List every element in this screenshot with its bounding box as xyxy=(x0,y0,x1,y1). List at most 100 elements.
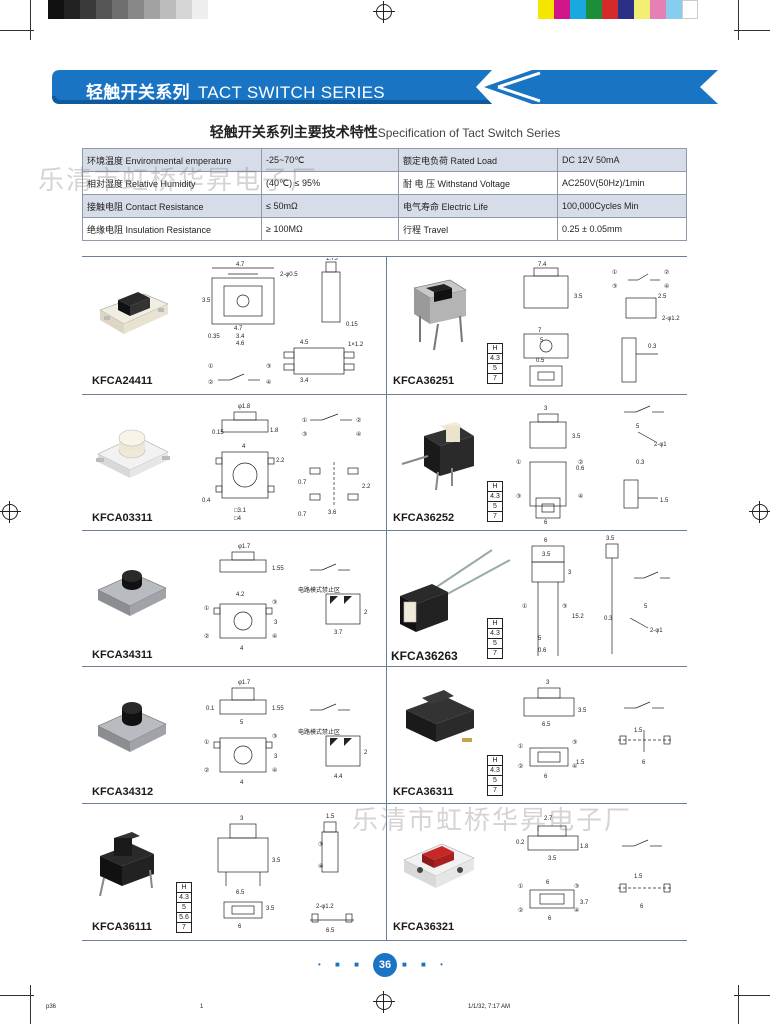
watermark-top: 乐清市虹桥华昇电子厂 xyxy=(38,165,319,195)
svg-text:3: 3 xyxy=(544,406,548,412)
spec-label: 绝缘电阻 Insulation Resistance xyxy=(82,217,262,241)
page-nav-dots-left: • ■ ■ xyxy=(318,960,365,969)
svg-text:4.2: 4.2 xyxy=(236,592,245,598)
svg-text:③: ③ xyxy=(272,599,277,606)
product-model: KFCA36251 xyxy=(393,375,455,387)
svg-text:1.5: 1.5 xyxy=(326,814,335,820)
switch-photo xyxy=(97,702,167,752)
registration-mark-icon xyxy=(749,501,770,523)
svg-text:6: 6 xyxy=(546,880,550,886)
switch-photo xyxy=(403,843,475,888)
switch-photo xyxy=(401,422,474,491)
height-value: 4.3 xyxy=(487,765,503,776)
spec-title: 轻触开关系列主要技术特性Specification of Tact Switch… xyxy=(0,122,770,142)
svg-text:4.7: 4.7 xyxy=(234,326,243,332)
grid-divider xyxy=(82,256,687,257)
svg-text:2-φ1: 2-φ1 xyxy=(650,628,663,634)
height-value: 4.3 xyxy=(487,491,503,502)
footer-file: p36 xyxy=(46,1004,57,1010)
product-model: KFCA03311 xyxy=(92,512,153,524)
crop-mark xyxy=(734,30,770,31)
svg-text:②: ② xyxy=(578,459,583,466)
svg-text:3.5: 3.5 xyxy=(266,906,275,912)
svg-text:6: 6 xyxy=(642,760,646,766)
svg-text:3: 3 xyxy=(240,816,244,822)
svg-text:5: 5 xyxy=(240,720,244,726)
spec-label: 相对湿度 Relative Humidity xyxy=(82,171,262,195)
svg-text:1.75: 1.75 xyxy=(326,258,338,262)
registration-mark-icon xyxy=(0,501,21,523)
svg-text:①: ① xyxy=(208,363,213,370)
svg-text:③: ③ xyxy=(572,739,577,746)
svg-text:2: 2 xyxy=(364,750,368,756)
svg-text:□4: □4 xyxy=(234,516,242,522)
svg-text:3.5: 3.5 xyxy=(548,856,557,862)
product-model: KFCA24411 xyxy=(92,375,153,387)
spec-label: 环境温度 Environmental emperature xyxy=(82,148,262,172)
svg-text:电路模式禁止区: 电路模式禁止区 xyxy=(298,728,340,736)
svg-text:0.15: 0.15 xyxy=(212,430,224,436)
switch-photo xyxy=(97,570,167,616)
svg-text:①: ① xyxy=(302,417,307,424)
svg-text:③: ③ xyxy=(516,493,521,500)
footer-timestamp: 1/1/32, 7:17 AM xyxy=(468,1004,511,1010)
page-number: 36 xyxy=(373,953,397,977)
svg-text:3.7: 3.7 xyxy=(334,630,343,636)
spec-label: 接触电阻 Contact Resistance xyxy=(82,194,262,218)
table-row: 环境温度 Environmental emperature -25~70℃ 额定… xyxy=(82,148,687,172)
registration-mark-icon xyxy=(373,991,395,1013)
svg-text:0.15: 0.15 xyxy=(346,322,358,328)
svg-text:①: ① xyxy=(522,603,527,610)
spec-value: -25~70℃ xyxy=(261,148,399,172)
svg-text:2.7: 2.7 xyxy=(544,816,553,822)
svg-text:④: ④ xyxy=(272,767,277,774)
svg-text:3.5: 3.5 xyxy=(578,708,587,714)
switch-photo xyxy=(99,832,154,897)
product-model: KFCA36111 xyxy=(92,921,152,933)
height-value: 5 xyxy=(487,501,503,512)
svg-text:3.7: 3.7 xyxy=(580,900,589,906)
height-table: H 4.3 5 5.6 7 xyxy=(176,882,192,933)
svg-text:3: 3 xyxy=(274,620,278,626)
registration-mark-icon xyxy=(373,1,395,23)
svg-text:3: 3 xyxy=(274,754,278,760)
svg-text:3.6: 3.6 xyxy=(328,510,337,516)
svg-text:2-φ1: 2-φ1 xyxy=(654,442,667,448)
svg-text:6.5: 6.5 xyxy=(542,722,551,728)
svg-text:6.5: 6.5 xyxy=(236,890,245,896)
svg-text:①: ① xyxy=(204,605,209,612)
svg-text:④: ④ xyxy=(574,907,579,914)
grid-divider xyxy=(82,530,687,531)
svg-text:④: ④ xyxy=(572,763,577,770)
svg-text:5: 5 xyxy=(636,424,640,430)
section-banner xyxy=(52,70,718,104)
table-row: 接触电阻 Contact Resistance ≤ 50mΩ 电气寿命 Elec… xyxy=(82,194,687,218)
svg-text:1.5: 1.5 xyxy=(634,874,643,880)
svg-text:4: 4 xyxy=(240,780,244,786)
svg-text:0.4: 0.4 xyxy=(202,498,211,504)
svg-text:②: ② xyxy=(204,767,209,774)
product-model: KFCA36311 xyxy=(393,786,454,798)
height-header: H xyxy=(176,882,192,893)
switch-photo xyxy=(99,292,169,334)
table-row: 绝缘电阻 Insulation Resistance ≥ 100MΩ 行程 Tr… xyxy=(82,217,687,241)
product-model: KFCA36321 xyxy=(393,921,455,933)
svg-text:③: ③ xyxy=(612,283,617,290)
footer-page: 1 xyxy=(200,1004,204,1010)
spec-title-en: Specification of Tact Switch Series xyxy=(377,126,561,140)
svg-text:3.5: 3.5 xyxy=(542,552,551,558)
svg-text:3.5: 3.5 xyxy=(572,434,581,440)
height-value: 7 xyxy=(487,648,503,659)
spec-value: 0.25 ± 0.05mm xyxy=(557,217,687,241)
svg-text:3: 3 xyxy=(568,570,572,576)
svg-text:②: ② xyxy=(208,379,213,386)
svg-text:7: 7 xyxy=(538,328,542,334)
svg-text:4: 4 xyxy=(240,646,244,652)
crop-mark xyxy=(0,30,34,31)
grayscale-calibration-bar xyxy=(48,0,208,19)
svg-text:②: ② xyxy=(664,269,669,276)
